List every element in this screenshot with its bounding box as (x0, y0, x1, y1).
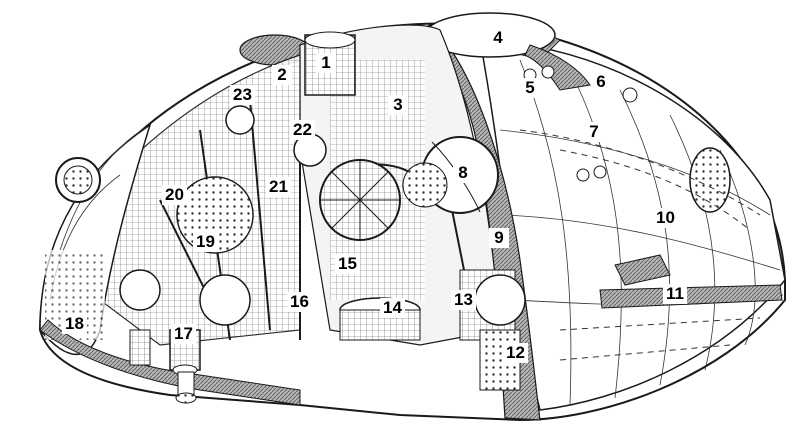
callout-2: 2 (272, 65, 292, 85)
callout-14: 14 (380, 298, 405, 318)
callout-7: 7 (584, 122, 604, 142)
callout-11: 11 (663, 284, 687, 304)
callout-9: 9 (489, 228, 509, 248)
callout-19: 19 (193, 232, 218, 252)
callout-15: 15 (335, 254, 360, 274)
callout-12: 12 (503, 343, 528, 363)
callout-10: 10 (653, 208, 678, 228)
callout-18: 18 (62, 314, 87, 334)
callout-22: 22 (290, 120, 315, 140)
callout-5: 5 (520, 78, 540, 98)
callout-6: 6 (591, 72, 611, 92)
callout-17: 17 (171, 324, 196, 344)
callout-4: 4 (488, 28, 508, 48)
callout-8: 8 (453, 163, 473, 183)
callout-23: 23 (230, 85, 255, 105)
callout-13: 13 (451, 290, 476, 310)
callout-20: 20 (162, 185, 187, 205)
callout-16: 16 (287, 292, 312, 312)
callout-1: 1 (316, 53, 336, 73)
callout-21: 21 (266, 177, 291, 197)
callout-3: 3 (388, 95, 408, 115)
